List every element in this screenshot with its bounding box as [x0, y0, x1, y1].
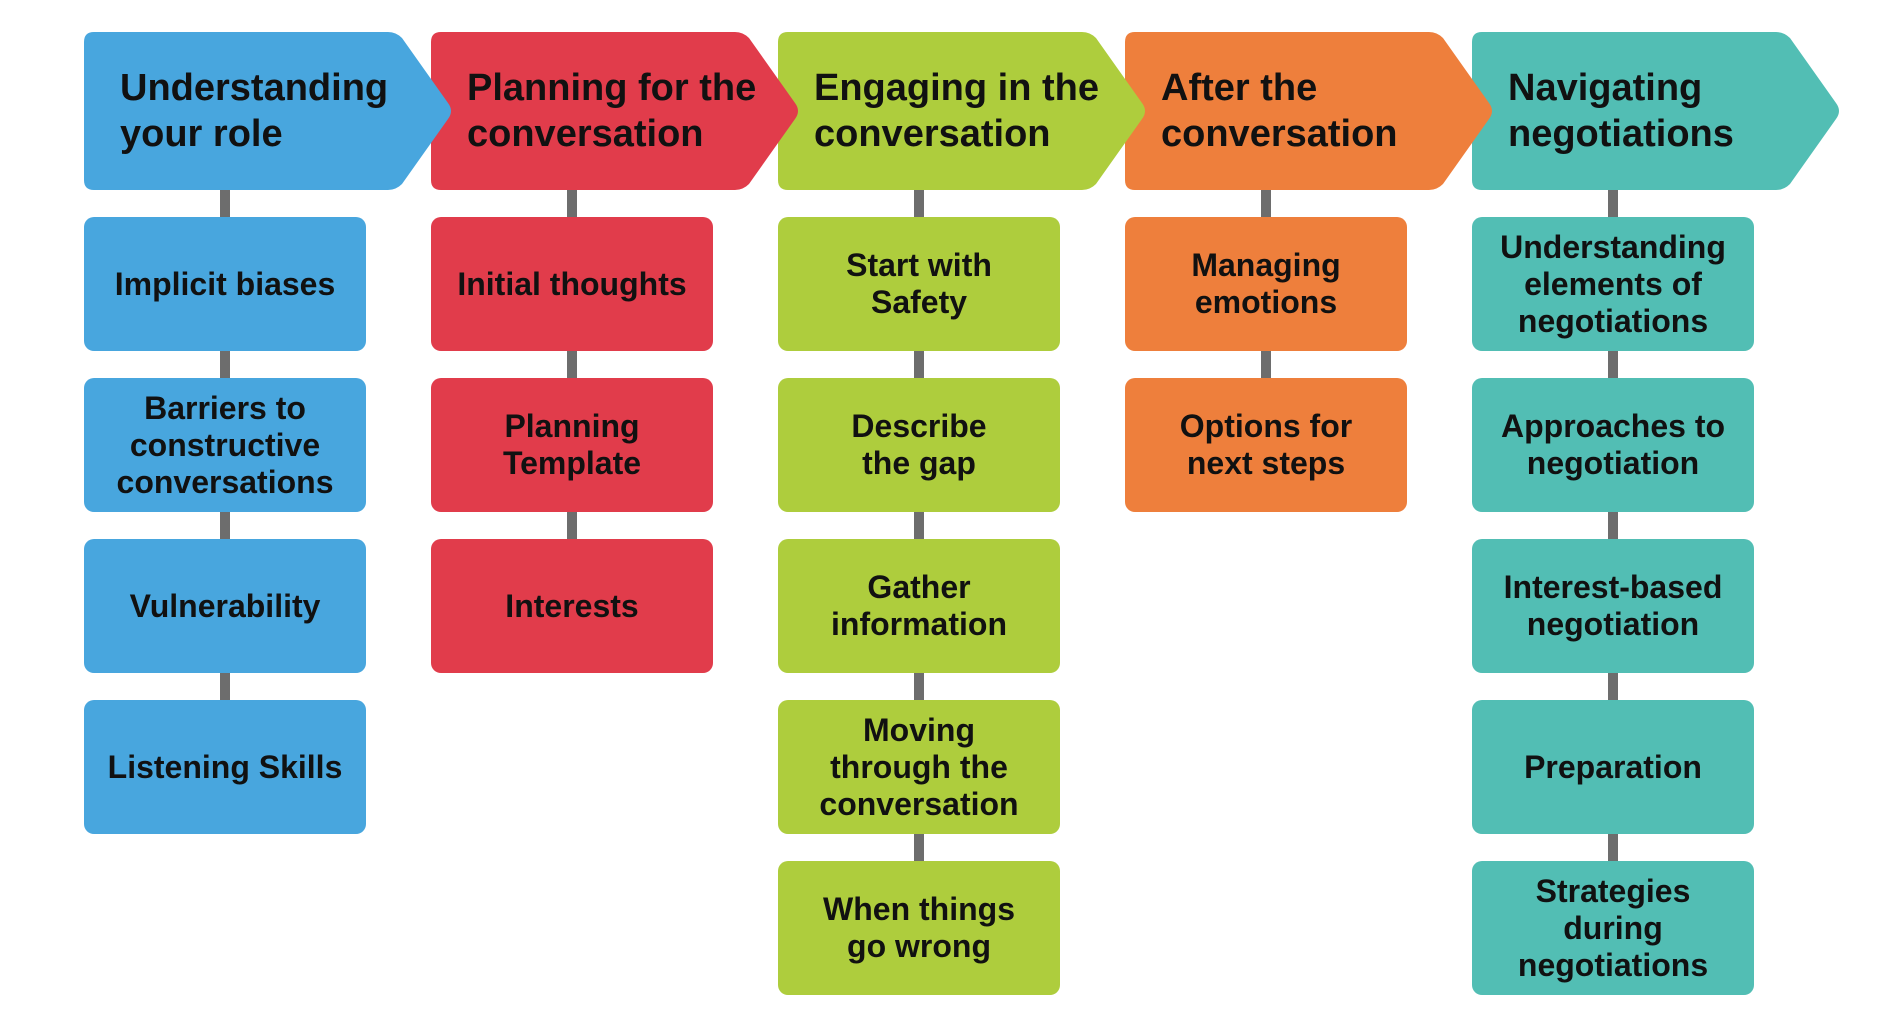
- topic-card: Listening Skills: [84, 700, 366, 834]
- topic-card: Managing emotions: [1125, 217, 1407, 351]
- stage-header-1: Understanding your role: [84, 32, 458, 190]
- stage-arrow-shape: [1472, 32, 1839, 190]
- stage-header-5: Navigating negotiations: [1472, 32, 1846, 190]
- topic-card: Preparation: [1472, 700, 1754, 834]
- stage-header-4: After the conversation: [1125, 32, 1499, 190]
- topic-card: Barriers to constructive conversations: [84, 378, 366, 512]
- stage-title: Navigating negotiations: [1508, 67, 1734, 155]
- topic-card: Approaches to negotiation: [1472, 378, 1754, 512]
- stage-arrow-fill: [1125, 32, 1492, 190]
- topic-card: Describe the gap: [778, 378, 1060, 512]
- topic-card: Implicit biases: [84, 217, 366, 351]
- stage-arrow-fill: [84, 32, 451, 190]
- topic-card: Start with Safety: [778, 217, 1060, 351]
- topic-card: Options for next steps: [1125, 378, 1407, 512]
- topic-card: Interests: [431, 539, 713, 673]
- stage-arrow-fill: [1472, 32, 1839, 190]
- topic-card: Understanding elements of negotiations: [1472, 217, 1754, 351]
- topic-card: Vulnerability: [84, 539, 366, 673]
- topic-card: Initial thoughts: [431, 217, 713, 351]
- stage-header-2: Planning for the conversation: [431, 32, 805, 190]
- stage-title: Understanding your role: [120, 67, 389, 155]
- stage-title: Engaging in the conversation: [814, 67, 1099, 155]
- stage-header-3: Engaging in the conversation: [778, 32, 1152, 190]
- topic-card: Gather information: [778, 539, 1060, 673]
- stage-arrow-fill: [431, 32, 798, 190]
- topic-card: Strategies during negotiations: [1472, 861, 1754, 995]
- topic-card: Interest-based negotiation: [1472, 539, 1754, 673]
- topic-card: When things go wrong: [778, 861, 1060, 995]
- stage-arrow-shape: [84, 32, 451, 190]
- topic-card: Moving through the conversation: [778, 700, 1060, 834]
- topic-card: Planning Template: [431, 378, 713, 512]
- stage-arrow-shape: [1125, 32, 1492, 190]
- stage-title: After the conversation: [1161, 67, 1398, 155]
- stage-arrow-fill: [778, 32, 1145, 190]
- stage-arrow-shape: [431, 32, 798, 190]
- stage-arrow-shape: [778, 32, 1145, 190]
- stage-title: Planning for the conversation: [467, 67, 757, 155]
